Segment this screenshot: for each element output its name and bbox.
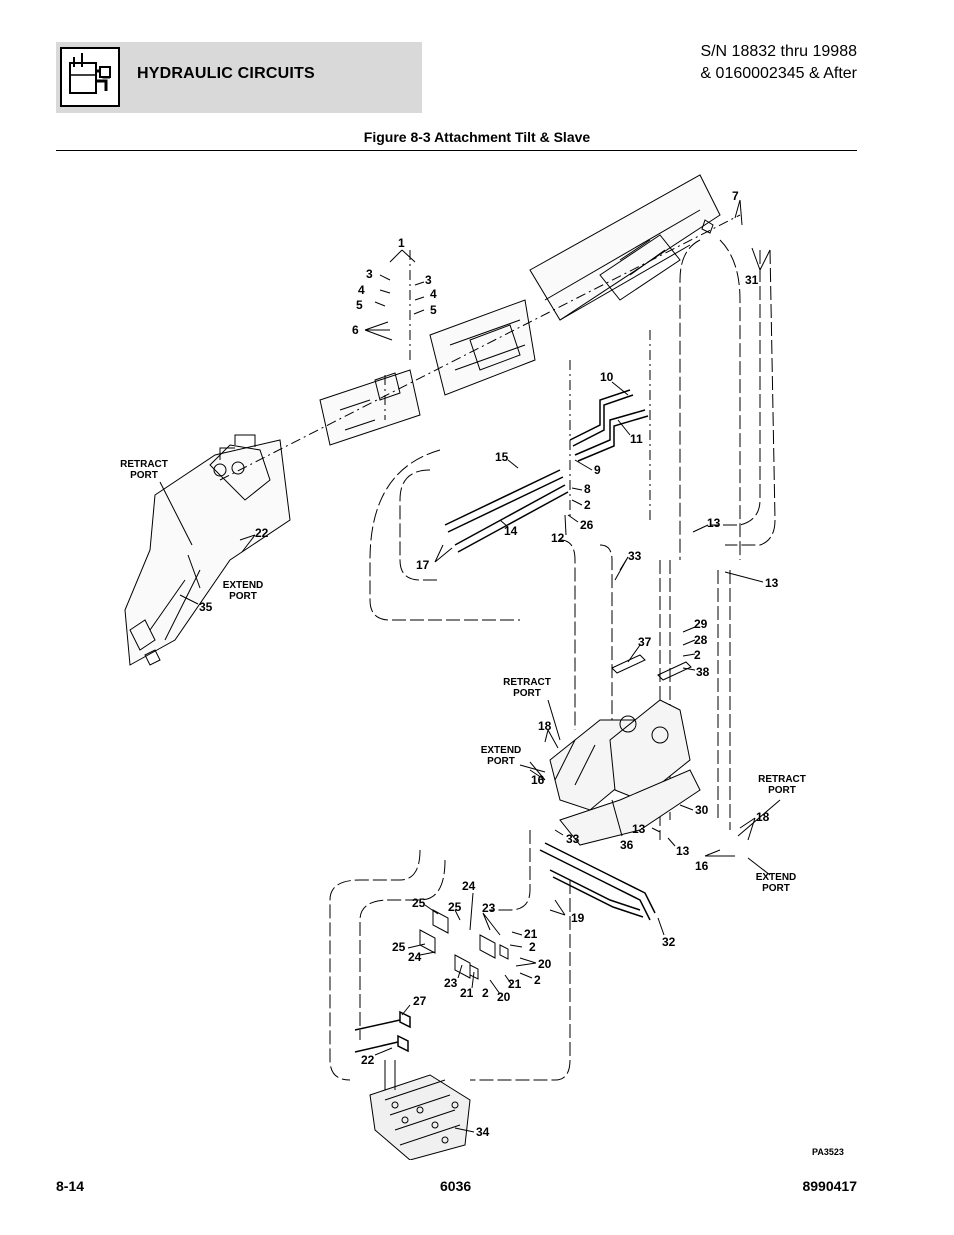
port-leader-lines — [159, 481, 781, 876]
callout-19: 19 — [571, 911, 585, 925]
callout-2: 2 — [482, 986, 489, 1000]
callout-25: 25 — [392, 940, 406, 954]
callout-36: 36 — [620, 838, 634, 852]
callout-22: 22 — [255, 526, 269, 540]
callout-21: 21 — [460, 986, 474, 1000]
port-label-retract: RETRACT — [120, 459, 168, 470]
callout-17: 17 — [416, 558, 430, 572]
callout-16: 16 — [695, 859, 709, 873]
hydraulic-diagram: 1 3 3 4 4 5 5 6 7 31 10 11 15 9 8 2 26 1… — [120, 174, 806, 1160]
callout-21: 21 — [524, 927, 538, 941]
callout-38: 38 — [696, 665, 710, 679]
callout-15: 15 — [495, 450, 509, 464]
callout-18: 18 — [538, 719, 552, 733]
callout-2: 2 — [534, 973, 541, 987]
cylinders — [549, 699, 701, 846]
port-label-extend: PORT — [229, 591, 257, 602]
callout-29: 29 — [694, 617, 708, 631]
callout-35: 35 — [199, 600, 213, 614]
callout-6: 6 — [352, 323, 359, 337]
callout-23: 23 — [444, 976, 458, 990]
callout-21: 21 — [508, 977, 522, 991]
figure-title: Figure 8-3 Attachment Tilt & Slave — [363, 129, 591, 145]
callout-13: 13 — [632, 822, 646, 836]
frame-left — [124, 434, 291, 666]
control-valve-34 — [369, 1060, 471, 1160]
callout-20: 20 — [497, 990, 511, 1004]
callout-10: 10 — [600, 370, 614, 384]
port-label-extend: EXTEND — [481, 745, 522, 756]
callout-7: 7 — [732, 189, 739, 203]
callout-11: 11 — [630, 432, 643, 446]
callout-4: 4 — [430, 287, 437, 301]
callout-9: 9 — [594, 463, 601, 477]
callout-26: 26 — [580, 518, 594, 532]
hose-routing — [329, 239, 776, 1081]
hydraulic-circuit-icon — [60, 47, 120, 107]
callout-33: 33 — [566, 832, 580, 846]
callout-3: 3 — [425, 273, 432, 287]
callout-5: 5 — [356, 298, 363, 312]
manifold-blocks — [419, 909, 509, 980]
callout-23: 23 — [482, 901, 496, 915]
callout-12: 12 — [551, 531, 565, 545]
port-label-extend: EXTEND — [223, 580, 264, 591]
part-number: 8990417 — [802, 1178, 857, 1194]
port-label-extend: PORT — [762, 883, 790, 894]
tubes — [444, 389, 656, 921]
callout-4: 4 — [358, 283, 365, 297]
callout-18: 18 — [756, 810, 770, 824]
callout-2: 2 — [529, 940, 536, 954]
plate-37 — [611, 654, 646, 674]
callout-27: 27 — [413, 994, 427, 1008]
callout-34: 34 — [476, 1125, 490, 1139]
model-number: 6036 — [440, 1178, 472, 1194]
callout-8: 8 — [584, 482, 591, 496]
callout-25: 25 — [448, 900, 462, 914]
callout-22: 22 — [361, 1053, 375, 1067]
callout-31: 31 — [745, 273, 759, 287]
callout-13: 13 — [707, 516, 721, 530]
callout-13: 13 — [676, 844, 690, 858]
boom-inner-section — [319, 299, 536, 446]
port-label-extend: EXTEND — [756, 872, 797, 883]
callout-33: 33 — [628, 549, 642, 563]
serial-range: S/N 18832 thru 19988 & 0160002345 & Afte… — [700, 41, 857, 85]
port-label-extend: PORT — [487, 756, 515, 767]
port-label-retract: PORT — [768, 785, 796, 796]
serial-line-1: S/N 18832 thru 19988 — [700, 43, 857, 60]
header-rule — [56, 150, 857, 151]
hose-ends — [354, 1010, 411, 1053]
callout-14: 14 — [504, 524, 518, 538]
port-label-retract: PORT — [130, 470, 158, 481]
callout-3: 3 — [366, 267, 373, 281]
callout-32: 32 — [662, 935, 676, 949]
callout-13: 13 — [765, 576, 779, 590]
image-code: PA3523 — [812, 1147, 844, 1157]
section-title: HYDRAULIC CIRCUITS — [137, 65, 315, 82]
port-label-retract: PORT — [513, 688, 541, 699]
callout-25: 25 — [412, 896, 426, 910]
callout-30: 30 — [695, 803, 709, 817]
port-label-retract: RETRACT — [758, 774, 806, 785]
callout-16: 16 — [531, 773, 545, 787]
callout-2: 2 — [694, 648, 701, 662]
page-number: 8-14 — [56, 1178, 85, 1194]
callout-37: 37 — [638, 635, 652, 649]
leader-lines — [179, 199, 771, 1133]
callout-5: 5 — [430, 303, 437, 317]
callout-20: 20 — [538, 957, 552, 971]
boom-assembly — [529, 174, 721, 321]
callout-1: 1 — [398, 236, 405, 250]
plate-38 — [657, 661, 692, 681]
port-label-retract: RETRACT — [503, 677, 551, 688]
serial-line-2: & 0160002345 & After — [700, 65, 857, 82]
callout-2: 2 — [584, 498, 591, 512]
callout-24: 24 — [408, 950, 422, 964]
callout-24: 24 — [462, 879, 476, 893]
callout-28: 28 — [694, 633, 708, 647]
